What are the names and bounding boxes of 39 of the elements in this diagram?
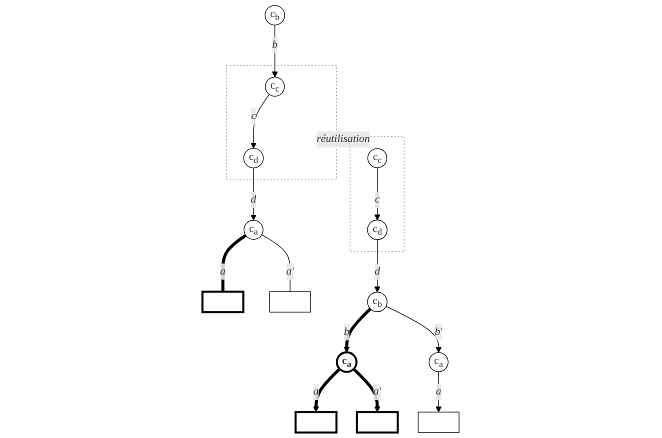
edge-label: a [314,386,320,398]
node-circle: c$_{d}$ [244,148,264,168]
edge-label: b' [434,326,443,338]
node-circle: c$_{b}$ [367,292,388,312]
node-box [356,411,400,434]
edge-label: a' [374,386,382,398]
edge-label: b [344,326,350,338]
edge-label: réutilisation [316,133,370,145]
arrow [374,239,381,292]
arrow [352,368,381,412]
edge-label: b [272,39,278,51]
node-circle: c$_{d}$ [367,220,388,240]
node-circle: c$_{a}$ [428,352,449,372]
edge-label: a' [286,266,294,278]
edge-label: d [251,194,256,206]
arrow [272,24,278,78]
node-circle: c$_{c}$ [265,76,285,97]
connector [262,234,291,292]
connector [222,234,247,292]
edge-label: a [220,266,226,278]
edge-label: d [374,266,380,278]
arrow [344,308,372,353]
arrow [313,368,341,412]
edge-label: c [375,194,380,206]
arrow [436,371,442,412]
arrow [250,94,270,149]
arrow [386,306,442,353]
node-box [270,291,312,312]
edge-label: c [251,110,256,122]
node-circle: c$_{a}$ [244,220,264,240]
node-circle: c$_{a}$ [336,351,358,373]
node-circle: c$_{b}$ [264,5,286,26]
arrow [250,168,257,221]
node-box [202,290,245,314]
edge-label: a [436,386,442,398]
arrow [374,167,381,220]
node-box [294,411,338,434]
node-circle: c$_{c}$ [368,148,388,168]
node-box [418,412,460,433]
